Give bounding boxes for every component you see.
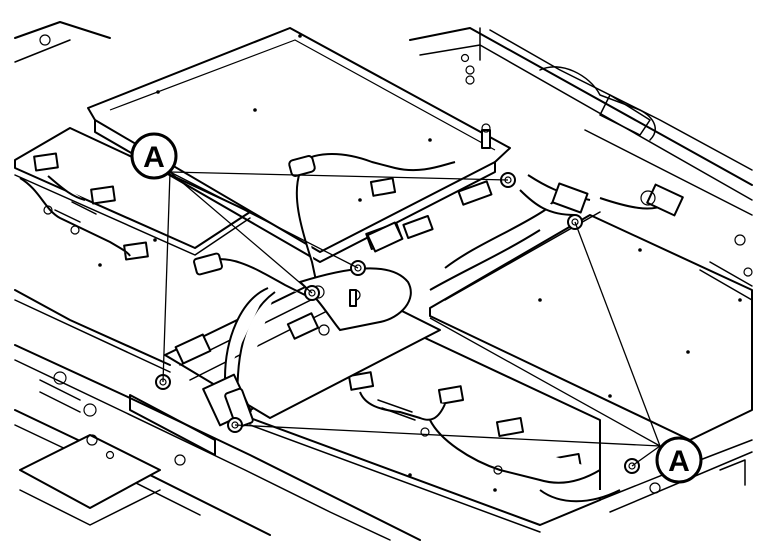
battery-module-upper-left <box>14 127 251 267</box>
callout-a-upper: A <box>130 132 178 180</box>
center-harness <box>164 174 591 429</box>
frame-lines <box>14 21 753 216</box>
battery-module-top-center <box>87 27 511 291</box>
lower-left-frame <box>14 289 753 541</box>
bolts <box>155 172 640 474</box>
callout-a-lower: A <box>655 436 703 484</box>
callout-label: A <box>668 445 690 478</box>
callout-label: A <box>143 141 165 174</box>
leader-lines <box>162 171 661 467</box>
battery-module-right <box>429 183 753 441</box>
